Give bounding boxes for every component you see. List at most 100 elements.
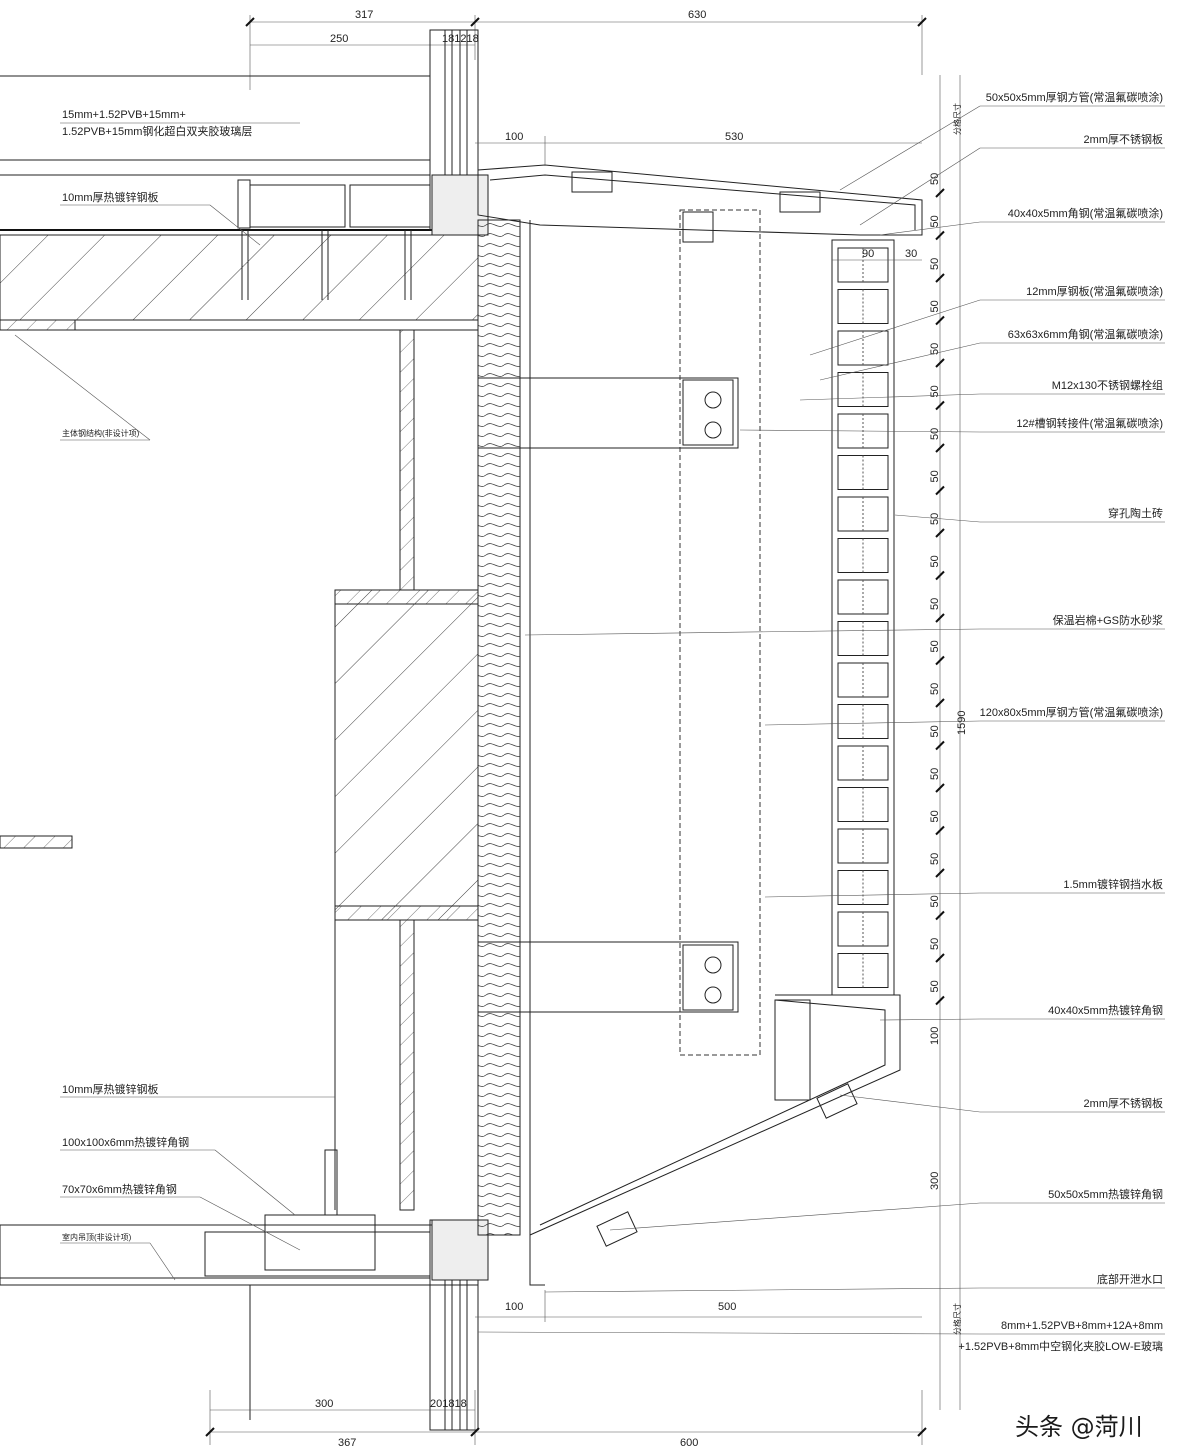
right-label: 120x80x5mm厚钢方管(常温氟碳喷涂) xyxy=(980,705,1163,719)
dim-tick xyxy=(935,570,945,581)
dim-100-top: 100 xyxy=(505,131,523,143)
dim-50: 50 xyxy=(929,768,941,780)
label-main-steel: 主体钢结构(非设计项) xyxy=(62,428,140,438)
dim-tick xyxy=(935,783,945,793)
right-label: 12mm厚钢板(常温氟碳喷涂) xyxy=(1026,284,1163,298)
dim-50: 50 xyxy=(929,300,941,312)
dim-500: 500 xyxy=(718,1301,736,1313)
dim-300: 300 xyxy=(315,1398,333,1410)
steel-brackets xyxy=(477,209,761,1056)
top-canopy xyxy=(477,164,923,243)
left-leaders xyxy=(14,122,335,1281)
label-glass-top-2: 1.52PVB+15mm钢化超白双夹胶玻璃层 xyxy=(62,124,252,138)
dim-50: 50 xyxy=(929,428,941,440)
leader-line xyxy=(879,221,981,236)
dim-50: 50 xyxy=(929,895,941,907)
leader-line xyxy=(764,892,981,898)
dim-250: 250 xyxy=(330,33,348,45)
dim-50: 50 xyxy=(929,938,941,950)
dim-50: 50 xyxy=(929,853,941,865)
leader-line xyxy=(544,1287,981,1293)
leader-line xyxy=(859,147,981,226)
note-top-grid: 分格尺寸 xyxy=(952,103,962,135)
leader-line xyxy=(764,720,981,726)
dim-50: 50 xyxy=(929,513,941,525)
right-label: 40x40x5mm热镀锌角钢 xyxy=(1048,1003,1163,1017)
dim-50: 50 xyxy=(929,215,941,227)
dim-50: 50 xyxy=(929,555,941,567)
inner-dimension-lines xyxy=(475,136,922,1322)
dim-50: 50 xyxy=(929,725,941,737)
dim-50: 50 xyxy=(929,385,941,397)
label-angle-70: 70x70x6mm热镀锌角钢 xyxy=(62,1182,177,1196)
label-ceiling: 室内吊顶(非设计项) xyxy=(62,1232,132,1242)
dim-317: 317 xyxy=(355,9,373,21)
label-plate-top: 10mm厚热镀锌钢板 xyxy=(62,190,159,204)
terracotta-tiles xyxy=(831,239,895,996)
dim-367: 367 xyxy=(338,1437,356,1449)
leader-line xyxy=(839,1094,981,1113)
dim-50: 50 xyxy=(929,683,941,695)
dim-tick xyxy=(935,188,945,198)
dim-90: 90 xyxy=(862,248,874,260)
dim-100-right: 100 xyxy=(929,1027,941,1045)
note-bottom-grid: 分格尺寸 xyxy=(952,1303,962,1335)
leader-line xyxy=(799,393,981,401)
label-glass-top-1: 15mm+1.52PVB+15mm+ xyxy=(62,109,186,121)
right-label: M12x130不锈钢螺栓组 xyxy=(1052,378,1163,392)
leader-line xyxy=(894,514,981,523)
dim-50: 50 xyxy=(929,640,941,652)
leader-line xyxy=(477,1331,981,1335)
dim-50: 50 xyxy=(929,343,941,355)
right-label: 穿孔陶土砖 xyxy=(1108,506,1163,520)
top-dimension-lines xyxy=(245,15,927,90)
leader-line xyxy=(819,342,981,381)
dim-tick xyxy=(935,358,945,368)
dim-630: 630 xyxy=(688,9,706,21)
right-label: 1.5mm镀锌钢挡水板 xyxy=(1063,877,1163,891)
dim-tick xyxy=(935,953,945,963)
dim-50: 50 xyxy=(929,810,941,822)
label-angle-100: 100x100x6mm热镀锌角钢 xyxy=(62,1135,189,1149)
right-label: 8mm+1.52PVB+8mm+12A+8mm xyxy=(1001,1320,1163,1332)
leader-line xyxy=(739,429,981,433)
dim-tick xyxy=(935,910,945,921)
leader-line xyxy=(809,299,981,356)
right-label: 12#槽钢转接件(常温氟碳喷涂) xyxy=(1016,416,1163,430)
dim-tick xyxy=(935,698,945,708)
dim-tick xyxy=(935,443,945,453)
dim-600: 600 xyxy=(680,1437,698,1449)
dim-30: 30 xyxy=(905,248,917,260)
right-label: 50x50x5mm热镀锌角钢 xyxy=(1048,1187,1163,1201)
bottom-dimension-lines xyxy=(205,1390,927,1445)
dim-201818: 201818 xyxy=(430,1398,467,1410)
dim-tick xyxy=(935,485,945,496)
right-label: 2mm厚不锈钢板 xyxy=(1084,132,1163,146)
dim-300-right: 300 xyxy=(929,1172,941,1190)
dim-100-bottom: 100 xyxy=(505,1301,523,1313)
right-label: +1.52PVB+8mm中空钢化夹胶LOW-E玻璃 xyxy=(958,1339,1163,1353)
dim-50: 50 xyxy=(929,173,941,185)
right-label: 40x40x5mm角钢(常温氟碳喷涂) xyxy=(1008,206,1163,220)
leader-line xyxy=(609,1202,981,1231)
dim-tick xyxy=(935,400,945,411)
dim-50: 50 xyxy=(929,980,941,992)
dim-tick xyxy=(935,995,945,1006)
dim-tick xyxy=(935,613,945,623)
insulation-layer xyxy=(477,219,531,1236)
dim-tick xyxy=(935,825,945,836)
dim-50: 50 xyxy=(929,598,941,610)
watermark: 头条 @菏川 xyxy=(1015,1413,1143,1441)
dim-1590: 1590 xyxy=(956,711,968,735)
dim-50: 50 xyxy=(929,470,941,482)
leader-line xyxy=(879,1018,981,1021)
dim-50: 50 xyxy=(929,258,941,270)
leader-line xyxy=(524,628,981,636)
dim-tick xyxy=(935,868,945,878)
dim-tick xyxy=(935,273,945,283)
right-label: 50x50x5mm厚钢方管(常温氟碳喷涂) xyxy=(986,90,1163,104)
leader-line xyxy=(839,105,981,191)
bottom-diagonal-soffit xyxy=(529,994,901,1286)
label-plate-bottom: 10mm厚热镀锌钢板 xyxy=(62,1082,159,1096)
